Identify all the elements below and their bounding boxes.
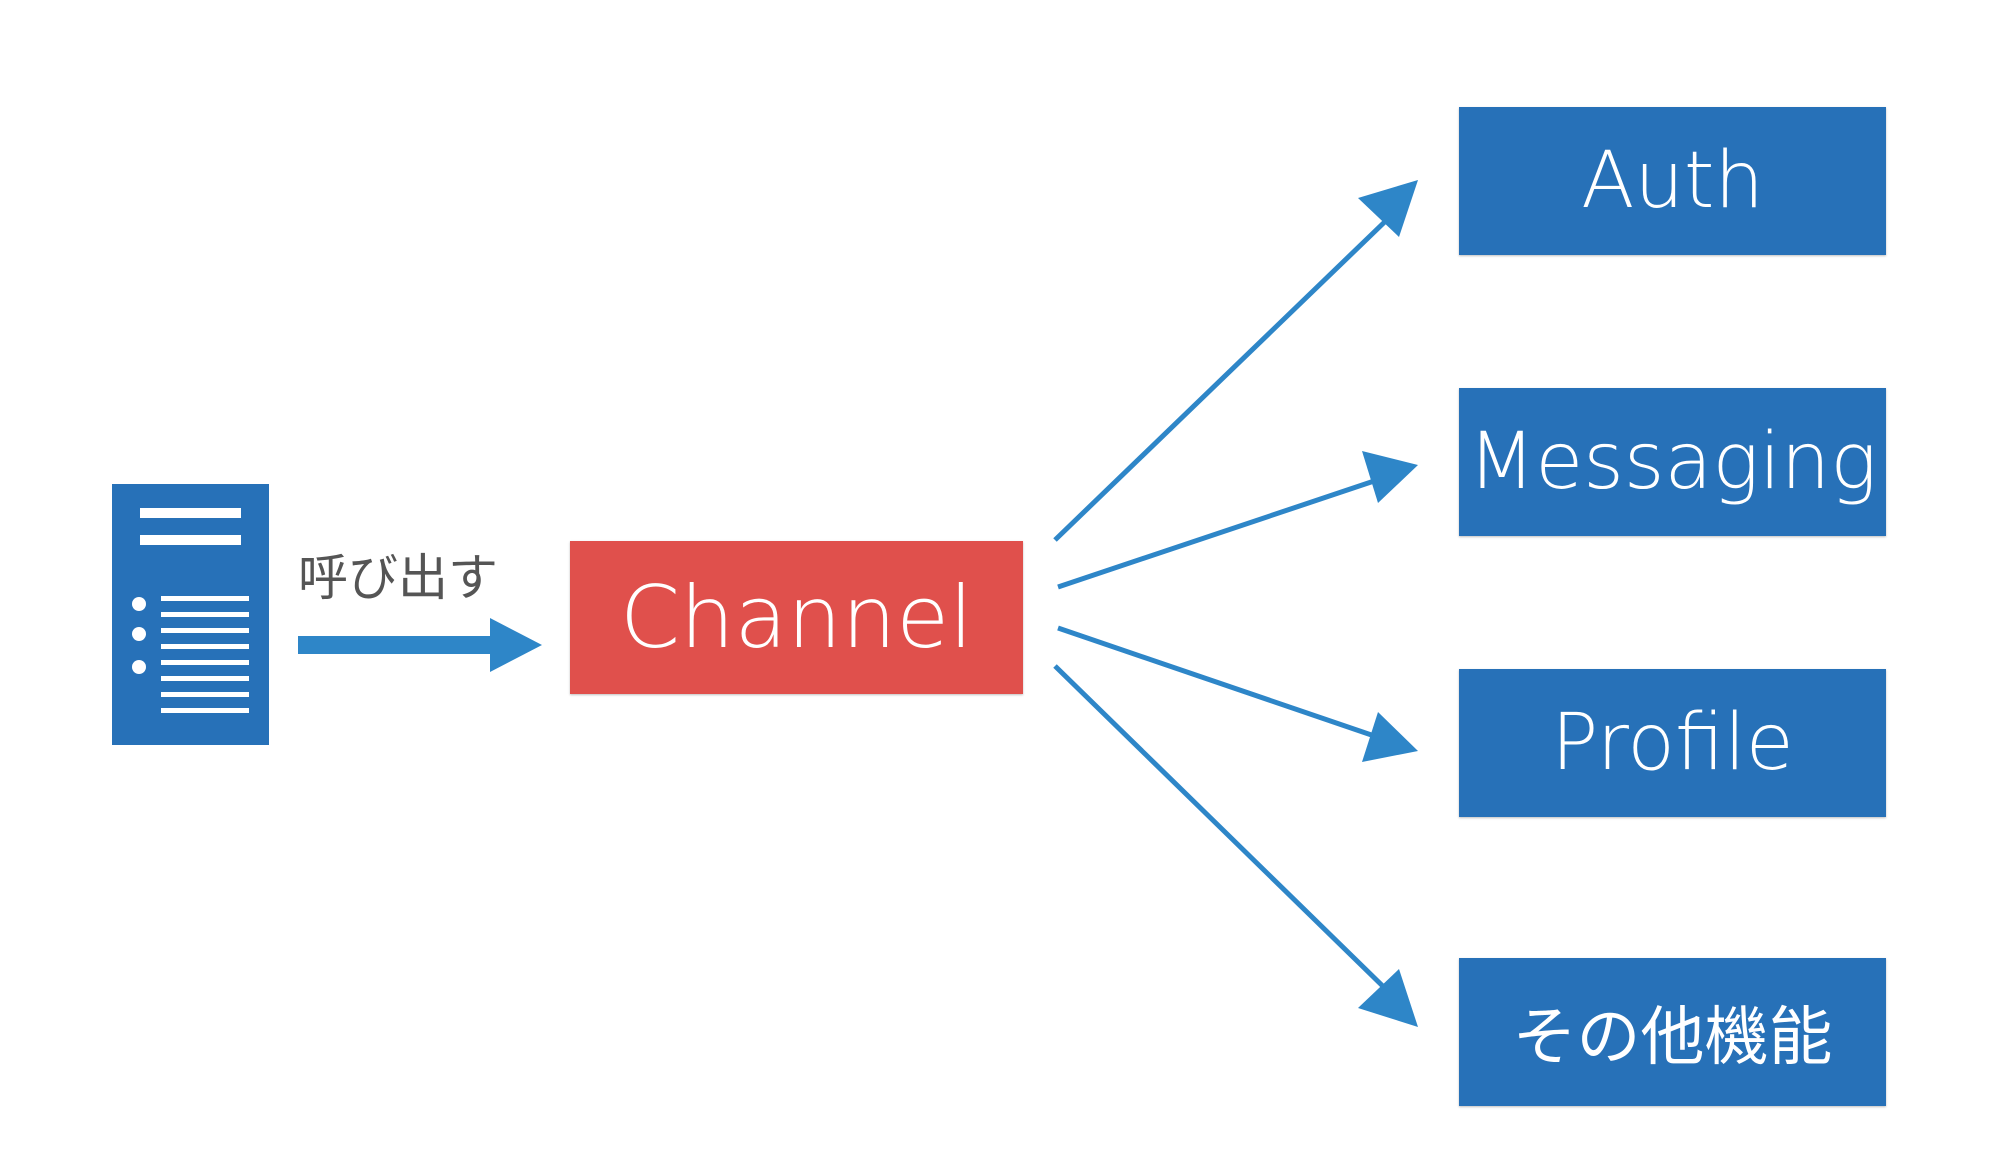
arrow-to-messaging	[1057, 451, 1418, 590]
profile-box: Profile	[1459, 669, 1886, 817]
call-arrow	[298, 618, 542, 672]
other-features-box: その他機能	[1459, 958, 1886, 1106]
channel-box: Channel	[570, 541, 1023, 694]
auth-label: Auth	[1581, 136, 1764, 226]
server-icon-top-bar-1	[140, 508, 241, 518]
server-icon-top-bar-2	[140, 535, 241, 545]
arrow-to-other-features	[1053, 664, 1418, 1027]
profile-label: Profile	[1551, 698, 1794, 788]
server-icon-dot-1	[132, 597, 146, 611]
arrow-to-auth	[1053, 180, 1418, 542]
server-icon-dot-2	[132, 627, 146, 641]
other-features-label: その他機能	[1512, 1001, 1833, 1075]
auth-box: Auth	[1459, 107, 1886, 255]
channel-label: Channel	[619, 567, 974, 668]
messaging-box: Messaging	[1459, 388, 1886, 536]
server-document-icon	[112, 484, 269, 745]
call-label: 呼び出す	[298, 549, 498, 607]
server-icon-dot-3	[132, 660, 146, 674]
server-icon-lines	[161, 596, 249, 713]
messaging-label: Messaging	[1467, 417, 1878, 507]
arrow-to-profile	[1057, 625, 1418, 762]
